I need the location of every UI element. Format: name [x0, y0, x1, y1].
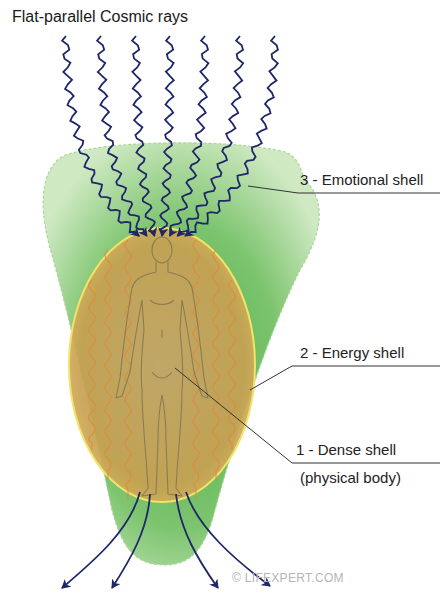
wave-line	[62, 36, 139, 236]
cosmic-rays	[62, 36, 278, 236]
wave-line	[132, 36, 155, 236]
physical-body	[116, 237, 208, 496]
watermark: © LIFEXPERT.COM	[232, 569, 344, 587]
wave-line	[177, 36, 243, 236]
leader-lines	[175, 186, 440, 463]
shell-label: 3 - Emotional shell	[300, 171, 423, 189]
wave-line	[185, 36, 278, 236]
wave-line	[229, 280, 236, 450]
shell-label: 2 - Energy shell	[300, 344, 404, 362]
wave-line	[89, 280, 96, 450]
energy-shell	[69, 228, 255, 502]
energy-waves	[89, 240, 236, 500]
emotional-shell	[43, 143, 319, 565]
diagram-title: Flat-parallel Cosmic rays	[12, 8, 188, 26]
wave-line	[160, 36, 174, 236]
wave-line	[97, 36, 147, 236]
wave-line	[213, 250, 220, 480]
shell-label: 1 - Dense shell	[296, 441, 396, 459]
wave-line	[105, 250, 112, 480]
shell-label: (physical body)	[300, 469, 401, 487]
